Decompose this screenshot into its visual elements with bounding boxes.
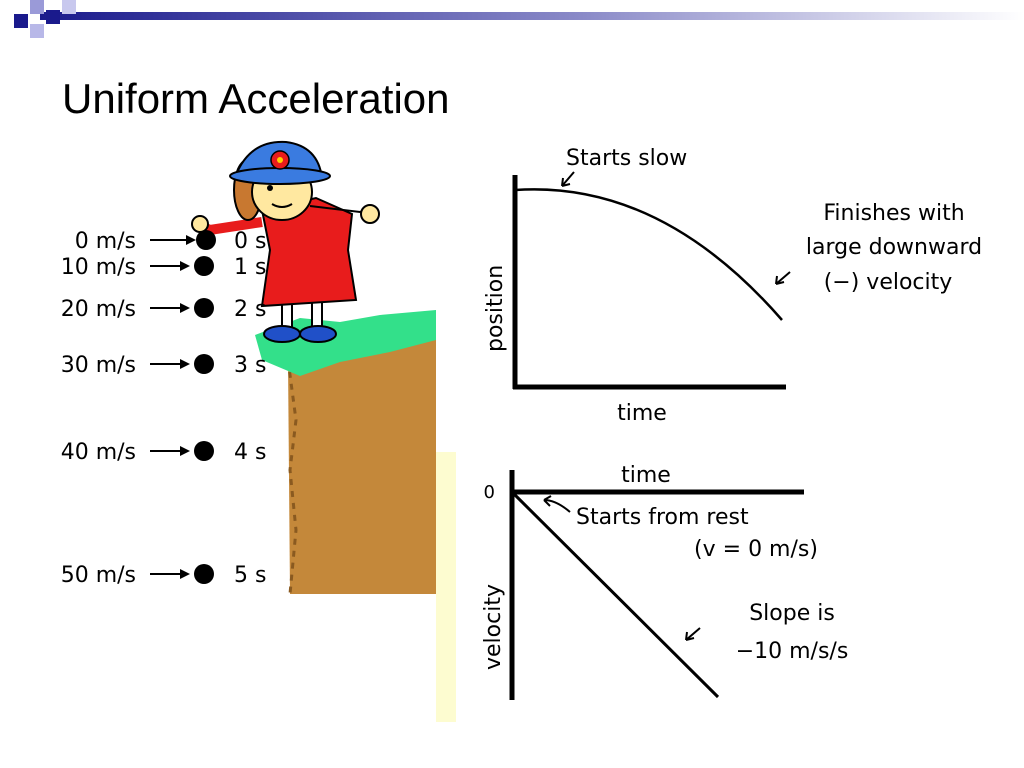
ball-marker — [194, 354, 214, 374]
annotation-starts-rest: (v = 0 m/s) — [694, 537, 818, 562]
girl-eye — [267, 185, 273, 191]
girl-shoe — [263, 325, 301, 343]
speed-label: 50 m/s — [61, 563, 136, 588]
fall-row — [150, 354, 214, 374]
girl-mouth — [271, 203, 293, 208]
time-label: 1 s — [234, 255, 266, 280]
header-square-dark — [14, 14, 28, 28]
ball-marker — [194, 441, 214, 461]
time-label: 0 s — [234, 229, 266, 254]
annotation-starts-rest: Starts from rest — [576, 505, 749, 530]
girl-hand — [360, 204, 380, 224]
velocity-graph: 0 time velocity Starts from rest (v = 0 … — [481, 463, 848, 700]
speed-label: 20 m/s — [61, 297, 136, 322]
ball-marker — [194, 298, 214, 318]
flower-center — [277, 157, 283, 163]
annotation-finish-line: (−) velocity — [824, 270, 953, 295]
girl-dress — [260, 196, 358, 308]
velocity-origin-label: 0 — [484, 482, 495, 503]
header-square-light — [30, 0, 44, 14]
arrow-icon — [685, 627, 701, 641]
position-y-label: position — [483, 265, 508, 352]
header-square-light — [30, 24, 44, 38]
header-square-dark — [46, 10, 60, 24]
fall-row — [150, 298, 214, 318]
position-x-label: time — [617, 401, 667, 426]
arrow-icon — [775, 271, 791, 285]
annotation-finish-line: Finishes with — [823, 201, 964, 226]
yellow-strip — [436, 452, 456, 722]
grass-ledge — [255, 310, 436, 376]
girl-hand — [191, 215, 209, 233]
speed-label: 40 m/s — [61, 440, 136, 465]
annotation-slope: Slope is — [749, 601, 835, 626]
annotation-finish-line: large downward — [806, 235, 982, 260]
ball-marker — [194, 256, 214, 276]
time-label: 4 s — [234, 440, 266, 465]
time-label: 2 s — [234, 297, 266, 322]
annotation-slope: −10 m/s/s — [736, 639, 849, 664]
speed-label: 30 m/s — [61, 353, 136, 378]
girl-hat-brim — [229, 167, 331, 185]
position-graph: position time Starts slow Finishes with … — [483, 146, 982, 426]
header-square-light — [62, 0, 76, 14]
fall-row — [150, 230, 216, 250]
speed-label: 10 m/s — [61, 255, 136, 280]
arrow-icon — [543, 495, 571, 513]
template-header-bar — [14, 0, 1024, 38]
time-label: 5 s — [234, 563, 266, 588]
velocity-line — [512, 492, 720, 699]
velocity-x-label: time — [621, 463, 671, 488]
velocity-y-label: velocity — [481, 584, 506, 670]
fall-row — [150, 256, 214, 276]
ball-marker — [194, 564, 214, 584]
girl-shoe — [299, 325, 337, 343]
ball-marker — [196, 230, 216, 250]
fall-markers — [150, 230, 216, 584]
cliff — [288, 330, 436, 594]
cliff-edge — [286, 359, 298, 595]
annotation-starts-slow: Starts slow — [566, 146, 687, 171]
fall-row — [150, 441, 214, 461]
fall-row — [150, 564, 214, 584]
position-curve — [514, 188, 783, 321]
header-gradient-line — [40, 12, 1024, 20]
time-label: 3 s — [234, 353, 266, 378]
slide-title: Uniform Acceleration — [62, 75, 450, 122]
speed-label: 0 m/s — [75, 229, 136, 254]
arrow-icon — [561, 171, 575, 187]
